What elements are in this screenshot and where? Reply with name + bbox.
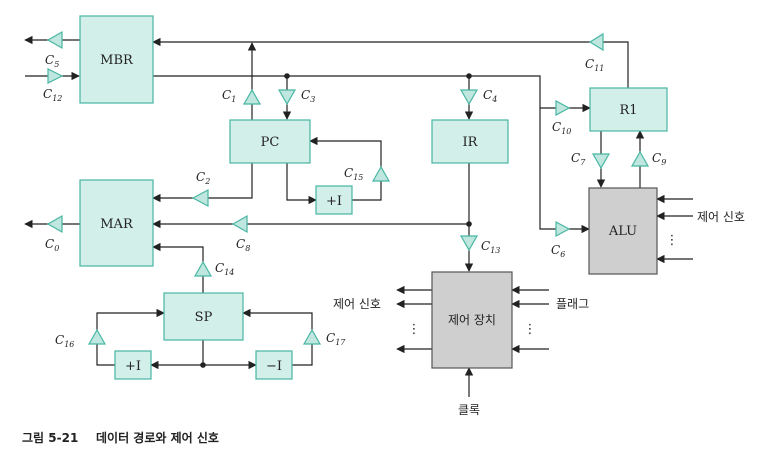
junctions bbox=[200, 73, 472, 368]
control-signal-labels: C5 C12 C1 C3 C4 C11 C10 C7 C9 C2 C15 C0 … bbox=[43, 53, 666, 349]
alu-label: ALU bbox=[608, 224, 637, 239]
control-unit: 제어 장치 bbox=[431, 271, 513, 369]
gate-c10 bbox=[555, 99, 571, 117]
label-c7: C7 bbox=[571, 151, 586, 167]
wire-mbr-to-r1 bbox=[153, 75, 591, 113]
label-c13: C13 bbox=[481, 239, 500, 255]
caption-number: 그림 5-21 bbox=[22, 431, 78, 445]
cu-control-signal-label: 제어 신호 bbox=[333, 297, 381, 311]
gate-c0 bbox=[46, 214, 63, 234]
label-c0: C0 bbox=[45, 237, 59, 253]
sp-label: SP bbox=[195, 310, 213, 325]
gate-c5 bbox=[46, 30, 63, 50]
wire-bus-to-alu bbox=[539, 108, 590, 234]
label-c3: C3 bbox=[301, 88, 315, 104]
gate-c13 bbox=[459, 235, 479, 252]
sp-incrementer: +I bbox=[114, 350, 152, 380]
sp-decrementer: −I bbox=[255, 350, 293, 380]
mar-register: MAR bbox=[79, 179, 154, 267]
flags-label: 플래그 bbox=[556, 297, 589, 311]
label-c12: C12 bbox=[43, 87, 62, 103]
blocks: MBR PC IR R1 MAR +I SP +I bbox=[79, 15, 668, 380]
pc-inc-label: +I bbox=[326, 194, 342, 209]
ir-register: IR bbox=[431, 119, 509, 164]
gates bbox=[46, 30, 650, 345]
mbr-register: MBR bbox=[79, 15, 154, 104]
label-c5: C5 bbox=[45, 53, 59, 69]
label-c8: C8 bbox=[236, 237, 250, 253]
gate-c1 bbox=[242, 88, 262, 105]
label-c6: C6 bbox=[551, 243, 565, 259]
label-c14: C14 bbox=[215, 261, 234, 277]
io-labels: 제어 신호 ⋮ 제어 신호 플래그 ⋮ ⋮ 클록 bbox=[333, 210, 745, 417]
label-c16: C16 bbox=[55, 333, 74, 349]
alu-input-ellipsis: ⋮ bbox=[666, 233, 679, 248]
gate-c17 bbox=[302, 328, 322, 345]
clock-label: 클록 bbox=[458, 403, 480, 417]
gate-c9 bbox=[630, 150, 650, 167]
wire-sp-to-mar bbox=[152, 242, 204, 293]
mbr-label: MBR bbox=[100, 53, 134, 68]
gate-c6 bbox=[555, 220, 571, 238]
pc-register: PC bbox=[229, 119, 311, 164]
label-c15: C15 bbox=[344, 166, 363, 182]
gate-c3 bbox=[277, 89, 297, 106]
figure-caption: 그림 5-21 데이터 경로와 제어 신호 bbox=[22, 430, 219, 445]
gate-c2 bbox=[191, 189, 209, 207]
sp-dec-label: −I bbox=[266, 359, 282, 374]
gate-c8 bbox=[231, 214, 248, 234]
alu-control-signal-label: 제어 신호 bbox=[697, 210, 745, 224]
gate-c12 bbox=[47, 68, 64, 84]
label-c11: C11 bbox=[585, 57, 604, 73]
control-unit-label: 제어 장치 bbox=[448, 313, 496, 327]
wire-pc-to-mar bbox=[152, 163, 253, 203]
gate-c14 bbox=[193, 260, 213, 277]
cu-input-ellipsis: ⋮ bbox=[524, 322, 537, 337]
label-c9: C9 bbox=[652, 151, 666, 167]
label-c17: C17 bbox=[326, 331, 346, 347]
pc-incrementer: +I bbox=[315, 185, 353, 215]
gate-c4 bbox=[459, 89, 479, 106]
r1-label: R1 bbox=[619, 103, 637, 118]
label-c10: C10 bbox=[552, 120, 571, 136]
r1-register: R1 bbox=[589, 87, 668, 132]
ir-label: IR bbox=[463, 135, 479, 150]
label-c1: C1 bbox=[222, 88, 236, 104]
caption-title: 데이터 경로와 제어 신호 bbox=[96, 430, 219, 445]
junction-dot bbox=[284, 73, 290, 79]
mar-label: MAR bbox=[100, 217, 134, 232]
wire-pc-to-inc bbox=[286, 163, 317, 205]
junction-dot bbox=[466, 221, 472, 227]
label-c4: C4 bbox=[483, 88, 497, 104]
gate-c16 bbox=[87, 328, 107, 345]
alu-unit: ALU bbox=[588, 187, 658, 275]
cu-output-ellipsis: ⋮ bbox=[408, 322, 421, 337]
junction-dot bbox=[466, 73, 472, 79]
gate-c7 bbox=[591, 153, 611, 170]
sp-inc-label: +I bbox=[125, 359, 141, 374]
junction-dot bbox=[200, 362, 206, 368]
pc-label: PC bbox=[261, 135, 280, 150]
wire-r1-to-mbr bbox=[152, 37, 629, 88]
sp-register: SP bbox=[163, 292, 244, 341]
label-c2: C2 bbox=[196, 170, 210, 186]
gate-c11 bbox=[588, 32, 604, 52]
gate-c15 bbox=[371, 165, 391, 182]
